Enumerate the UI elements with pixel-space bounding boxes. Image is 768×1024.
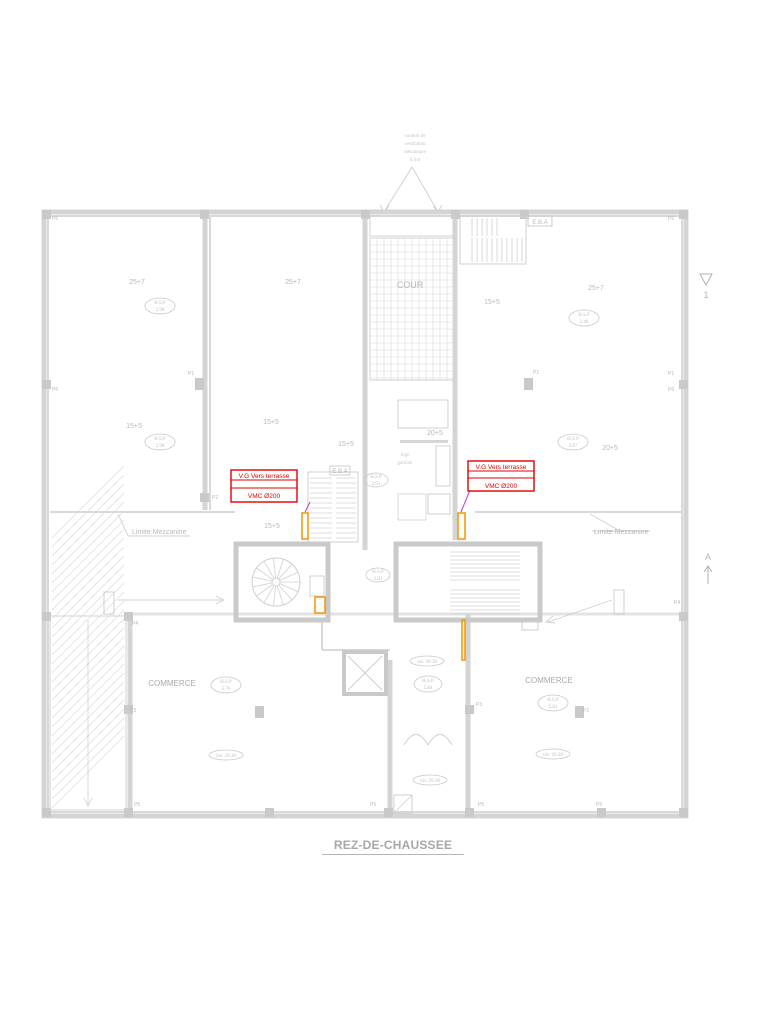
hsp-label: H.S.P <box>372 570 384 575</box>
duct-right-riser <box>461 619 466 661</box>
pillar-label: P6 <box>52 387 58 393</box>
callout-right-line2: VMC Ø200 <box>485 483 518 490</box>
hsp-value: 5.81 <box>549 705 558 710</box>
room-dim: 15+5 <box>126 423 142 430</box>
annotation-arrows <box>379 166 443 213</box>
duct-right <box>457 512 466 540</box>
pillar-labels: P6 P6 P6 P6 P1 P1 P1 P2 P2 P3 P3 P4 P4 P… <box>52 216 680 808</box>
hsp-value: 5.76 <box>222 687 231 692</box>
hsp-value: 5.84 <box>424 686 433 691</box>
pillar-label: P1 <box>668 371 674 377</box>
pillar-label: P6 <box>668 387 674 393</box>
ramp <box>49 465 127 811</box>
pillar-label: P4 <box>674 600 680 606</box>
section-marks: 1 A <box>699 273 713 584</box>
annotation-line-1: conduit de <box>405 134 427 139</box>
pillar-label: P3 <box>130 708 136 714</box>
mezzanine-leaders: Limite Mezzanine Limite Mezzanine <box>103 513 650 624</box>
pillar-label: P1 <box>188 371 194 377</box>
eba-label-mid: E.B.A <box>332 469 347 475</box>
duct-left <box>301 512 309 540</box>
hsp-label: H.S.P <box>220 680 232 685</box>
ventilation-annotation: conduit de ventilation mecanique S.Sol <box>379 134 443 213</box>
pillar-label: P5 <box>596 802 602 808</box>
stair-top-right: E.B.A <box>459 215 553 265</box>
section-mark-a: A <box>705 552 711 562</box>
level-label: niv. 29.38 <box>543 753 563 758</box>
eba-label-top: E.B.A <box>532 220 547 226</box>
pillar-label: P3 <box>476 702 482 708</box>
hsp-label: H.S.P <box>370 475 382 480</box>
hsp-value: 2.91 <box>374 577 383 582</box>
room-dimensions: 25+7 25+7 25+7 15+5 15+5 15+5 15+5 15+5 … <box>126 279 618 530</box>
commerce-right: COMMERCE <box>525 676 573 685</box>
loge-label-1: loge <box>401 453 410 458</box>
vent-callout-right: V.G Vers terrasse VMC Ø200 <box>467 460 535 492</box>
hsp-value: 2.90 <box>156 308 165 313</box>
hsp-value: 2.87 <box>569 444 578 449</box>
room-dim: 15+5 <box>484 299 500 306</box>
room-dim: 25+7 <box>129 279 145 286</box>
limit-mezzanine-left: Limite Mezzanine <box>132 529 187 536</box>
pillar-label: P6 <box>52 216 58 222</box>
court-label: COUR <box>397 280 424 290</box>
room-dim: 25+7 <box>588 285 604 292</box>
pillar-label: P1 <box>533 370 539 376</box>
callout-leader-left <box>304 501 311 513</box>
room-dim: 15+5 <box>338 441 354 448</box>
level-markers: niv. 29.38 niv. 29.38 niv. 29.38 niv. 29… <box>208 655 571 786</box>
hsp-value: 2.91 <box>372 482 381 487</box>
columns <box>42 210 688 817</box>
room-dim: 15+5 <box>263 419 279 426</box>
entrance-doors <box>393 734 453 814</box>
courtyard: COUR <box>369 215 455 381</box>
stair-left-center: E.B.A <box>307 465 359 543</box>
callout-leader-right <box>460 489 471 513</box>
hsp-value: 2.40 <box>580 320 589 325</box>
pillar-label: P2 <box>583 708 589 714</box>
hsp-label: H.S.P <box>422 679 434 684</box>
annotation-line-3: mecanique <box>404 150 426 155</box>
commerce-labels: COMMERCE COMMERCE <box>148 676 573 688</box>
duct-left-lower <box>314 596 326 614</box>
level-label: niv. 29.38 <box>420 779 440 784</box>
pillar-label: P2 <box>212 495 218 501</box>
hsp-value: 2.90 <box>156 444 165 449</box>
pillar-label: P5 <box>134 802 140 808</box>
section-mark-1: 1 <box>703 290 708 300</box>
callout-left-line2: VMC Ø200 <box>248 493 281 500</box>
room-dim: 25+7 <box>285 279 301 286</box>
pillar-label: P5 <box>370 802 376 808</box>
hsp-label: H.S.P <box>154 437 166 442</box>
stair-right-block <box>393 541 543 631</box>
limit-mezzanine-right: Limite Mezzanine <box>594 529 649 536</box>
commerce-left: COMMERCE <box>148 679 196 688</box>
hsp-label: H.S.P <box>578 313 590 318</box>
hsp-markers: H.S.P 2.90 H.S.P 2.90 H.S.P 2.40 H.S.P 2… <box>144 297 600 712</box>
elevator-block <box>342 650 388 696</box>
room-dim: 20+5 <box>602 445 618 452</box>
level-label: niv. 29.38 <box>216 754 236 759</box>
hsp-label: H.S.P <box>567 437 579 442</box>
loge-label-2: gardien <box>398 461 413 466</box>
pillar-label: P4 <box>132 621 138 627</box>
callout-left-line1: V.G Vers terrasse <box>239 473 290 480</box>
annotation-line-2: ventilation <box>404 142 426 147</box>
room-dim: 20+5 <box>427 430 443 437</box>
pillar-label: P5 <box>478 802 484 808</box>
plan-title: REZ-DE-CHAUSSEE <box>333 838 453 852</box>
pillar-label: P6 <box>668 216 674 222</box>
spiral-stair-block <box>233 541 331 623</box>
vent-callout-left: V.G Vers terrasse VMC Ø200 <box>230 469 298 503</box>
hsp-label: H.S.P <box>547 698 559 703</box>
callout-right-line1: V.G Vers terrasse <box>476 464 527 471</box>
plan-title-underline <box>322 854 464 855</box>
annotation-line-4: S.Sol <box>410 158 421 163</box>
room-dim: 15+5 <box>264 523 280 530</box>
hsp-label: H.S.P <box>154 301 166 306</box>
level-label: niv. 29.38 <box>417 660 437 665</box>
central-core: loge gardien <box>397 399 451 521</box>
ventilation-ducts <box>301 489 471 661</box>
